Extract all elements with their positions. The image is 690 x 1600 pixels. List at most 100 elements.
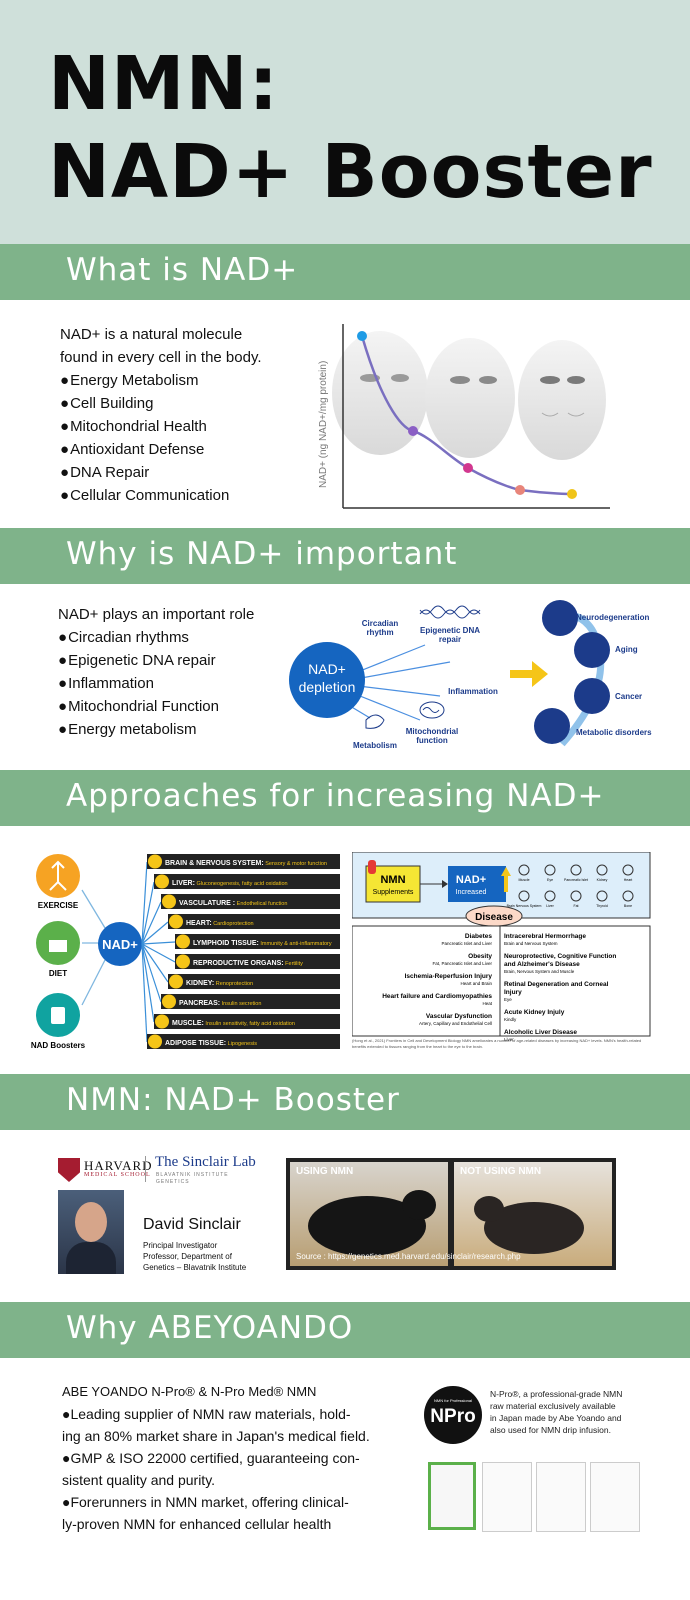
label-metabolism: Metabolism <box>353 741 397 750</box>
desc-line: raw material exclusively available <box>490 1401 616 1411</box>
organ-icon <box>148 1034 162 1049</box>
bullet-item: Epigenetic DNA repair <box>58 649 254 672</box>
arrow-right-icon <box>510 661 548 687</box>
decline-curve <box>360 335 573 496</box>
certificate-image <box>536 1462 586 1532</box>
data-point <box>463 463 473 473</box>
npro-description: N-Pro®, a professional-grade NMN raw mat… <box>490 1388 622 1436</box>
organ-row: VASCULATURE : Endothelical function <box>161 894 340 909</box>
certificate-image <box>590 1462 640 1532</box>
organ-arrow <box>141 943 162 1003</box>
role-line: Genetics – Blavatnik Institute <box>143 1263 247 1272</box>
organ-icon-label: Bone <box>624 904 632 908</box>
outcome-label: Metabolic disorders <box>576 728 652 737</box>
disease-sub: Artery, Capillary and Endothelial Cell <box>419 1021 492 1026</box>
nad-center-circle <box>98 922 142 966</box>
face-old-image <box>518 340 606 460</box>
source-arrows <box>81 889 106 1006</box>
disease-sub: Brain, Nervous System and Muscle <box>504 969 575 974</box>
certificate-image <box>428 1462 476 1530</box>
muscle-icon <box>365 714 385 729</box>
section-title: NMN: NAD+ Booster <box>66 1082 400 1118</box>
nmn-label: NMN <box>380 874 405 886</box>
organ-icon-label: Kidney <box>597 878 608 882</box>
disease-sub: Heat <box>482 1001 492 1006</box>
organ-icon: Heart <box>622 864 634 882</box>
bullet-item: Energy metabolism <box>58 718 254 741</box>
organ-icon: Muscle <box>518 864 530 882</box>
harvard-subtext: MEDICAL SCHOOL <box>84 1172 151 1178</box>
source-label: NAD Boosters <box>31 1041 86 1050</box>
organ-icon-label: Thyroid <box>596 904 608 908</box>
disease-label: Disease <box>475 912 513 923</box>
organ-icon: Eye <box>544 864 556 882</box>
section-title: Approaches for increasing NAD+ <box>66 778 605 814</box>
section-header-approaches: Approaches for increasing NAD+ <box>0 770 690 826</box>
disease-table <box>352 925 651 1037</box>
organ-name: PANCREAS: Insulin secretion <box>179 1000 261 1007</box>
organ-function: Lipogenesis <box>226 1041 257 1047</box>
outcome-label: Cancer <box>615 692 642 701</box>
bullet-item: Circadian rhythms <box>58 626 254 649</box>
organ-icon: Bone <box>622 890 634 908</box>
organ-arrow <box>141 943 169 983</box>
lab-subtext-2: GENETICS <box>156 1179 190 1185</box>
disease-name: Obesity <box>468 953 492 960</box>
abeyoando-line: ●Leading supplier of NMN raw materials, … <box>62 1406 351 1422</box>
increased-label: Increased <box>456 889 487 896</box>
face-middle-image <box>425 338 515 458</box>
up-arrow-icon <box>501 867 511 892</box>
intro-line: NAD+ plays an important role <box>58 606 255 623</box>
organ-arrow <box>141 941 176 945</box>
outcome-label: Neurodegeneration <box>576 613 649 622</box>
organ-icon-label: Heart <box>624 878 633 882</box>
cancer-icon <box>574 678 610 714</box>
person-role: Principal Investigator Professor, Depart… <box>143 1240 246 1273</box>
data-point <box>357 331 367 341</box>
disease-name: Heart failure and Cardiomyopathies <box>382 993 492 1000</box>
organ-icon-label: Muscle <box>518 878 529 882</box>
intro-line-2: found in every cell in the body. <box>60 349 262 366</box>
organ-arrow <box>141 943 148 1043</box>
npro-logo: NMN for Professional NPro <box>424 1386 482 1444</box>
organ-arrow <box>141 943 155 1023</box>
mitochondria-icon <box>419 701 445 719</box>
title-line-2: NAD+ Booster <box>48 129 653 215</box>
logo-divider <box>145 1156 146 1182</box>
section-header-why-important: Why is NAD+ important <box>0 528 690 584</box>
label-epigenetic-2: repair <box>439 635 461 644</box>
organ-function: Immunity & anti-inflammatory <box>259 941 332 947</box>
organ-icon <box>176 934 190 949</box>
organ-name: REPRODUCTIVE ORGANS: Fertility <box>193 960 303 967</box>
source-caption: Source : https://genetics.med.harvard.ed… <box>296 1252 521 1261</box>
disease-sub: Brain and Nervous System <box>504 941 558 946</box>
nad-label: NAD+ <box>456 874 486 886</box>
organ-icon <box>162 894 176 909</box>
harvard-logo-text: HARVARD <box>84 1158 153 1173</box>
lab-subtext-1: BLAVATNIK INSTITUTE <box>156 1172 229 1178</box>
capsule-icon <box>368 860 376 874</box>
label-epigenetic: Epigenetic DNA <box>420 626 480 635</box>
label-inflammation: Inflammation <box>448 687 498 696</box>
what-is-nad-text: NAD+ is a natural molecule found in ever… <box>60 323 262 507</box>
disease-sub: Kindly <box>504 1017 517 1022</box>
role-line: Professor, Department of <box>143 1252 232 1261</box>
abeyoando-line: sistent quality and purity. <box>62 1472 216 1488</box>
organ-name: BRAIN & NERVOUS SYSTEM: Sensory & motor … <box>165 860 327 867</box>
organ-name: LIVER: Gluconeogenesis, fatty acid oxida… <box>172 880 288 887</box>
organ-icon-label: Pancreatic Islet <box>564 878 588 882</box>
neurodegeneration-icon <box>542 600 578 636</box>
disease-sub: Eye <box>504 997 512 1002</box>
disease-name: Diabetes <box>465 933 492 940</box>
supplements-label: Supplements <box>373 889 414 896</box>
organ-icon: Kidney <box>596 864 608 882</box>
disease-name: and Alzheimer's Disease <box>504 961 580 968</box>
organ-arrow <box>141 881 155 945</box>
organ-function: Renoprotection <box>214 981 253 987</box>
abeyoando-heading: ABE YOANDO N-Pro® & N-Pro Med® NMN <box>62 1384 317 1399</box>
organ-function: Endothelical function <box>235 901 287 907</box>
abeyoando-line: ●Forerunners in NMN market, offering cli… <box>62 1494 349 1510</box>
